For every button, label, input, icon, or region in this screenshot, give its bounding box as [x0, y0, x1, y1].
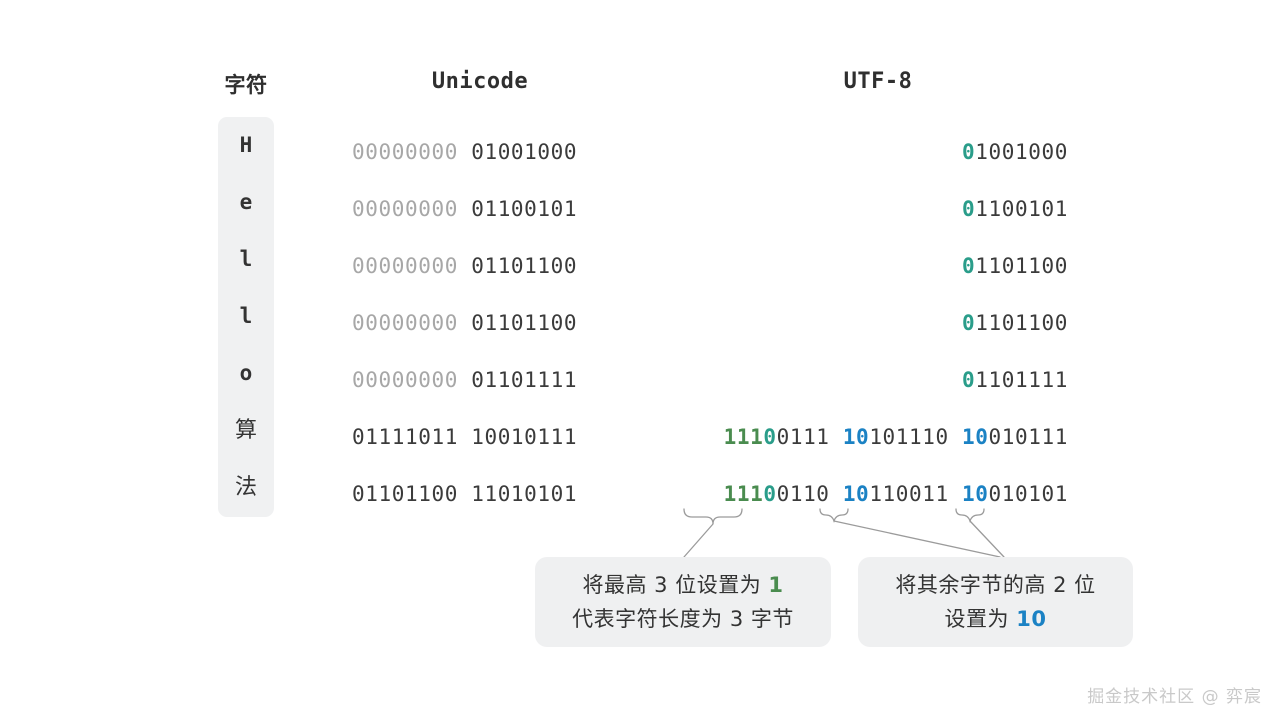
- column-header-char: 字符: [224, 73, 268, 97]
- callout-right-line1: 将其余字节的高 2 位: [895, 573, 1096, 597]
- unicode-low-byte: 10010111: [471, 425, 578, 449]
- utf8-byte-prefix: 111: [723, 425, 764, 449]
- unicode-high-byte: 00000000: [352, 197, 458, 221]
- char-cell: 算: [234, 418, 257, 443]
- unicode-value: 00000000 01100101: [352, 181, 610, 238]
- utf8-value: 01101100: [688, 238, 1068, 295]
- char-cell: o: [239, 361, 253, 385]
- utf8-byte-prefix: 0: [962, 140, 976, 164]
- char-cell: H: [239, 133, 253, 157]
- callout-left-line1-text: 将最高 3 位设置为: [582, 573, 769, 597]
- callout-left-line2: 代表字符长度为 3 字节: [572, 607, 794, 631]
- utf8-value: 01101100: [688, 295, 1068, 352]
- unicode-low-byte: 01101100: [471, 254, 578, 278]
- unicode-low-byte: 11010101: [471, 482, 578, 506]
- utf8-byte: 11100111: [724, 425, 830, 449]
- callout-right-accent: 10: [1016, 607, 1047, 631]
- utf8-byte-prefix: 111: [723, 482, 764, 506]
- utf8-value: 11100111 10101110 10010111: [688, 409, 1068, 466]
- column-header-utf8: UTF-8: [843, 69, 913, 94]
- watermark: 掘金技术社区 @ 弈宸: [1087, 687, 1262, 707]
- utf8-byte-prefix: 10: [962, 482, 989, 506]
- utf8-byte-payload: 1101100: [975, 311, 1068, 335]
- utf8-byte-payload: 0110: [776, 482, 830, 506]
- unicode-low-byte: 01101100: [471, 311, 578, 335]
- unicode-low-byte: 01100101: [471, 197, 578, 221]
- utf8-byte: 01001000: [962, 140, 1068, 164]
- callout-left-accent: 1: [768, 573, 784, 597]
- unicode-high-byte: 01101100: [352, 482, 458, 506]
- char-cell: 法: [234, 475, 257, 500]
- utf8-byte: 11100110: [724, 482, 830, 506]
- utf8-byte: 10010111: [962, 425, 1068, 449]
- unicode-low-byte: 01101111: [471, 368, 578, 392]
- utf8-byte: 10101110: [843, 425, 949, 449]
- utf8-value: 01100101: [688, 181, 1068, 238]
- char-cell: l: [239, 304, 253, 328]
- utf8-byte-payload: 1001000: [975, 140, 1068, 164]
- callout-continuation-bits: 将其余字节的高 2 位 设置为 10: [858, 557, 1133, 647]
- utf8-byte-prefix-tail: 0: [763, 425, 777, 449]
- unicode-value: 00000000 01101100: [352, 295, 610, 352]
- unicode-value: 01111011 10010111: [352, 409, 610, 466]
- char-cell: l: [239, 247, 253, 271]
- unicode-low-byte: 01001000: [471, 140, 578, 164]
- callout-right-line2: 设置为 10: [945, 602, 1047, 636]
- utf8-byte-payload: 110011: [869, 482, 949, 506]
- utf8-byte: 10110011: [843, 482, 949, 506]
- utf8-byte: 10010101: [962, 482, 1068, 506]
- unicode-high-byte: 01111011: [352, 425, 458, 449]
- utf8-value: 01001000: [688, 124, 1068, 181]
- utf8-value: 11100110 10110011 10010101: [688, 466, 1068, 523]
- utf8-byte-payload: 101110: [869, 425, 949, 449]
- utf8-byte-prefix: 0: [962, 311, 976, 335]
- unicode-value: 00000000 01001000: [352, 124, 610, 181]
- utf8-byte: 01100101: [962, 197, 1068, 221]
- utf8-byte: 01101100: [962, 254, 1068, 278]
- callout-right-line2-text: 设置为: [944, 607, 1017, 631]
- utf8-value: 01101111: [688, 352, 1068, 409]
- utf8-byte-prefix: 0: [962, 368, 976, 392]
- utf8-byte-payload: 1100101: [975, 197, 1068, 221]
- utf8-byte-payload: 1101100: [975, 254, 1068, 278]
- unicode-value: 00000000 01101100: [352, 238, 610, 295]
- utf8-byte-prefix: 0: [962, 197, 976, 221]
- char-cell: e: [239, 190, 253, 214]
- column-header-unicode: Unicode: [431, 69, 529, 94]
- utf8-byte-prefix-tail: 0: [763, 482, 777, 506]
- utf8-byte-payload: 010111: [988, 425, 1068, 449]
- utf8-byte-prefix: 10: [842, 482, 870, 506]
- unicode-value: 01101100 11010101: [352, 466, 610, 523]
- utf8-byte-payload: 010101: [988, 482, 1068, 506]
- unicode-value: 00000000 01101111: [352, 352, 610, 409]
- unicode-high-byte: 00000000: [352, 368, 458, 392]
- unicode-high-byte: 00000000: [352, 311, 458, 335]
- callout-left-line1: 将最高 3 位设置为 1: [582, 568, 783, 602]
- utf8-byte-prefix: 10: [962, 425, 989, 449]
- unicode-high-byte: 00000000: [352, 140, 458, 164]
- unicode-high-byte: 00000000: [352, 254, 458, 278]
- utf8-byte-prefix: 0: [962, 254, 976, 278]
- utf8-byte: 01101111: [962, 368, 1068, 392]
- callout-leading-bits: 将最高 3 位设置为 1 代表字符长度为 3 字节: [535, 557, 831, 647]
- utf8-byte: 01101100: [962, 311, 1068, 335]
- utf8-byte-prefix: 10: [842, 425, 870, 449]
- utf8-byte-payload: 1101111: [975, 368, 1068, 392]
- utf8-byte-payload: 0111: [776, 425, 830, 449]
